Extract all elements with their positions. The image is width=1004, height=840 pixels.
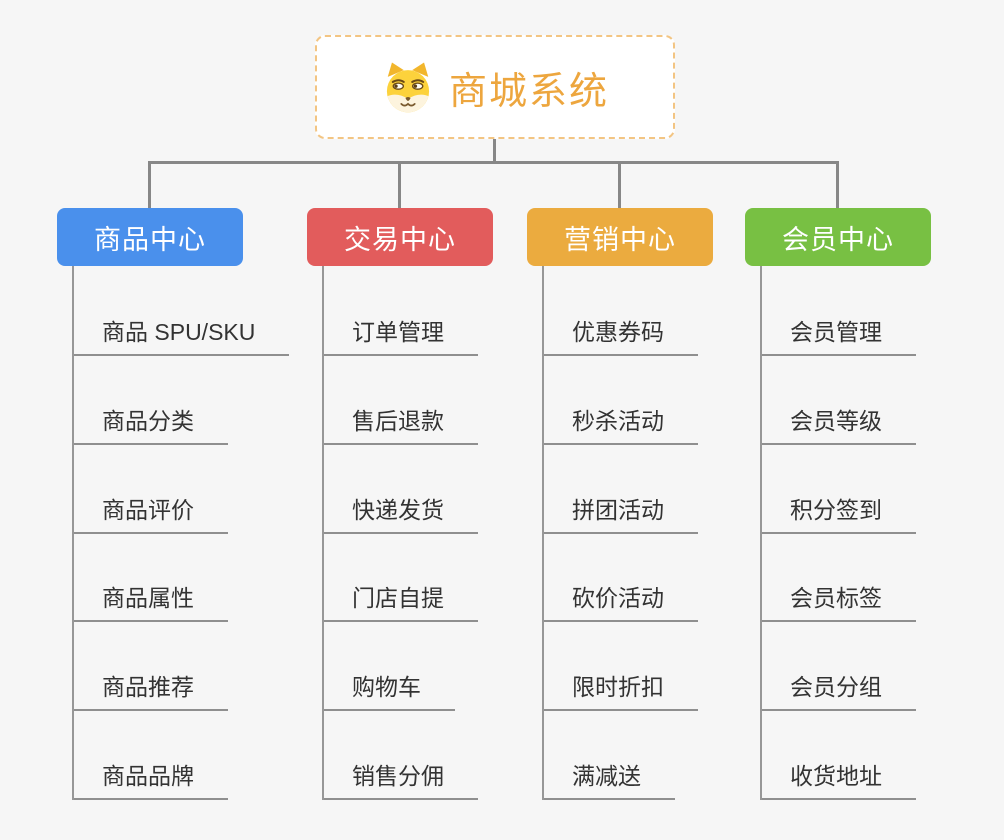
leaf-node[interactable]: 优惠券码 — [544, 316, 698, 356]
branch-column-2: 订单管理售后退款快递发货门店自提购物车销售分佣 — [322, 266, 552, 800]
connector-drop-4 — [836, 161, 839, 208]
branch-label: 营销中心 — [564, 224, 676, 255]
leaf-node[interactable]: 砍价活动 — [544, 582, 698, 622]
branch-column-3: 优惠券码秒杀活动拼团活动砍价活动限时折扣满减送 — [542, 266, 772, 800]
leaf-node[interactable]: 销售分佣 — [324, 760, 478, 800]
connector-bus — [148, 161, 839, 164]
leaf-node[interactable]: 商品分类 — [74, 405, 228, 445]
root-node[interactable]: 商城系统 — [315, 35, 675, 139]
branch-node-4[interactable]: 会员中心 — [745, 208, 931, 266]
leaf-node[interactable]: 商品品牌 — [74, 760, 228, 800]
connector-root-drop — [493, 139, 496, 162]
leaf-node[interactable]: 购物车 — [324, 671, 455, 711]
branch-label: 会员中心 — [782, 224, 894, 255]
connector-drop-1 — [148, 161, 151, 208]
leaf-node[interactable]: 秒杀活动 — [544, 405, 698, 445]
leaf-node[interactable]: 限时折扣 — [544, 671, 698, 711]
doge-icon — [386, 62, 430, 113]
leaf-node[interactable]: 快递发货 — [324, 494, 478, 534]
branch-node-3[interactable]: 营销中心 — [527, 208, 713, 266]
leaf-node[interactable]: 商品属性 — [74, 582, 228, 622]
branch-node-2[interactable]: 交易中心 — [307, 208, 493, 266]
branch-label: 交易中心 — [344, 224, 456, 255]
leaf-node[interactable]: 会员分组 — [762, 671, 916, 711]
leaf-node[interactable]: 订单管理 — [324, 316, 478, 356]
leaf-node[interactable]: 会员管理 — [762, 316, 916, 356]
branch-label: 商品中心 — [94, 224, 206, 255]
connector-drop-2 — [398, 161, 401, 208]
root-title: 商城系统 — [448, 70, 609, 113]
branch-column-1: 商品 SPU/SKU 商品分类商品评价商品属性商品推荐商品品牌 — [72, 266, 302, 800]
leaf-node[interactable]: 门店自提 — [324, 582, 478, 622]
leaf-node[interactable]: 会员等级 — [762, 405, 916, 445]
leaf-node[interactable]: 拼团活动 — [544, 494, 698, 534]
connector-drop-3 — [618, 161, 621, 208]
branch-column-4: 会员管理会员等级积分签到会员标签会员分组收货地址 — [760, 266, 990, 800]
leaf-node[interactable]: 售后退款 — [324, 405, 478, 445]
leaf-node[interactable]: 满减送 — [544, 760, 675, 800]
leaf-node[interactable]: 商品推荐 — [74, 671, 228, 711]
leaf-node[interactable]: 会员标签 — [762, 582, 916, 622]
branch-node-1[interactable]: 商品中心 — [57, 208, 243, 266]
leaf-node[interactable]: 商品 SPU/SKU — [74, 316, 290, 356]
leaf-node[interactable]: 收货地址 — [762, 760, 916, 800]
leaf-node[interactable]: 积分签到 — [762, 494, 916, 534]
leaf-node[interactable]: 商品评价 — [74, 494, 228, 534]
